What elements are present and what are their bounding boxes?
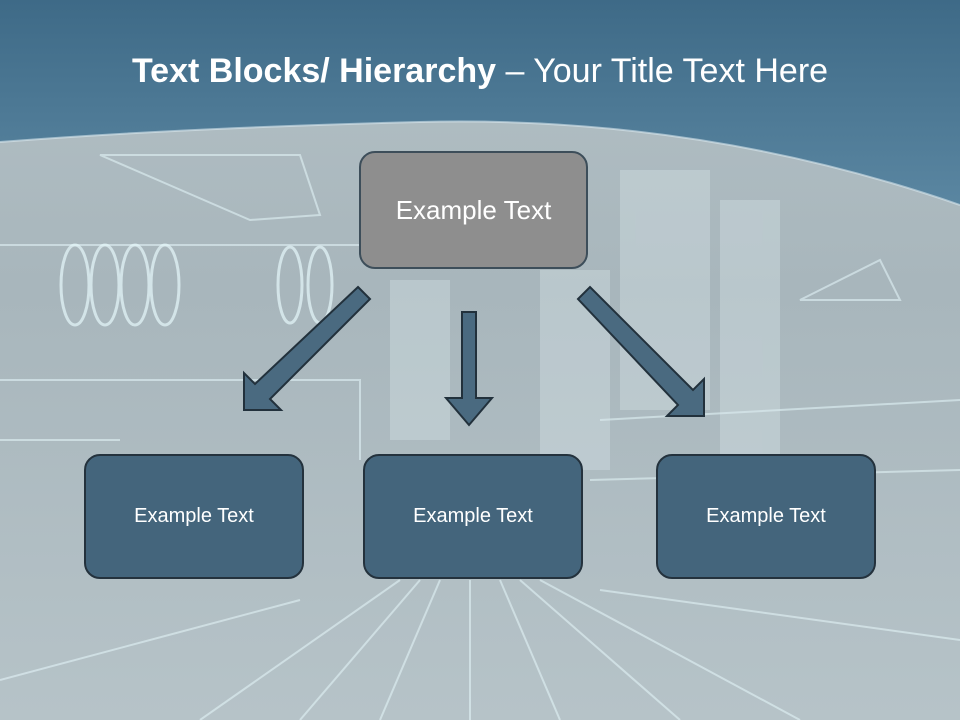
- child-box-right: Example Text: [656, 454, 876, 579]
- header-band: [0, 0, 960, 205]
- title-bold-part: Text Blocks/ Hierarchy: [131, 52, 497, 90]
- header-curve-highlight: [0, 120, 960, 206]
- title-rest-part: – Your Title Text Here: [496, 52, 829, 90]
- top-level-box: Example Text: [359, 151, 588, 269]
- child-box-middle: Example Text: [363, 454, 583, 579]
- child-box-left-label: Example Text: [134, 505, 254, 527]
- child-box-right-label: Example Text: [706, 505, 826, 527]
- child-box-left: Example Text: [84, 454, 304, 579]
- child-box-middle-label: Example Text: [413, 505, 533, 527]
- slide-title: Text Blocks/ Hierarchy – Your Title Text…: [0, 52, 960, 91]
- tech-coils: [59, 243, 334, 327]
- top-level-label: Example Text: [395, 194, 552, 225]
